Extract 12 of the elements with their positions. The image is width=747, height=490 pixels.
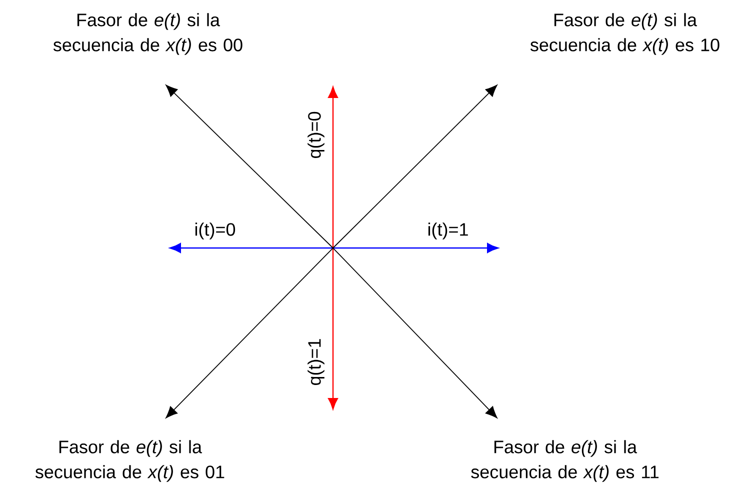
arrow [332, 248, 498, 418]
axis-label: i(t)=1 [428, 222, 468, 240]
phasor-label: Fasor de e(t) si la secuencia de x(t) es 01 [35, 440, 224, 482]
phasor-label: Fasor de e(t) si la secuencia de x(t) es 11 [471, 440, 658, 482]
axis-label: i(t)=0 [195, 222, 236, 240]
arrow [166, 248, 334, 418]
axis-label: q(t)=1 [308, 339, 324, 386]
axis-label: q(t)=0 [308, 112, 324, 158]
arrow [332, 84, 498, 248]
phasor-label: Fasor de e(t) si la secuencia de x(t) es 00 [53, 13, 242, 55]
arrow [166, 84, 334, 248]
phasor-label: Fasor de e(t) si la secuencia de x(t) es 10 [530, 13, 720, 55]
